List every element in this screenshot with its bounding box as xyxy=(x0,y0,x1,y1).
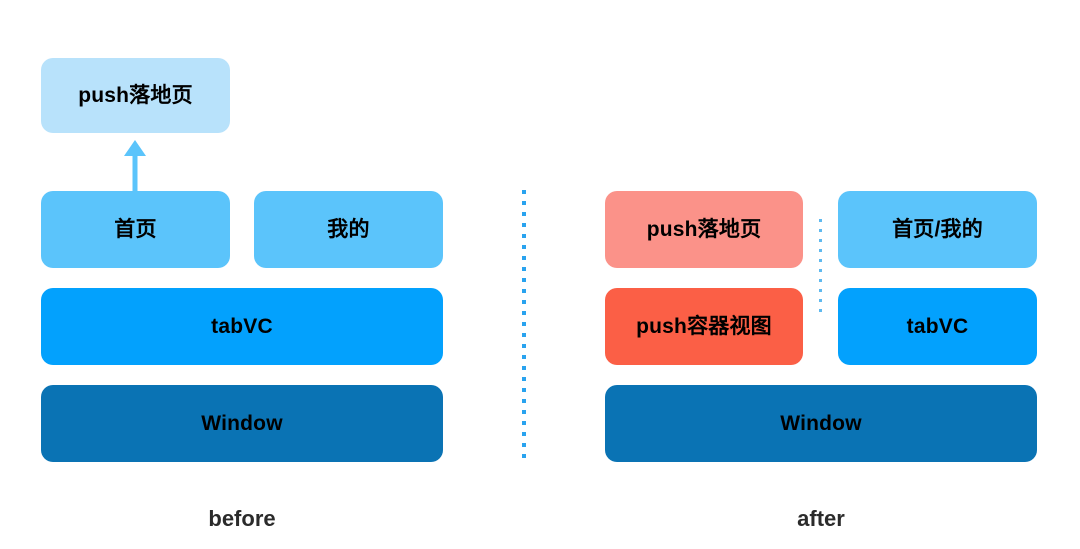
after-node-tabvc-label: tabVC xyxy=(906,315,969,338)
after-caption: after xyxy=(605,508,1037,530)
before-caption: before xyxy=(41,508,443,530)
arrow-up-icon xyxy=(124,140,146,192)
before-node-home[interactable]: 首页 xyxy=(41,191,230,268)
before-node-mine[interactable]: 我的 xyxy=(254,191,443,268)
before-push-arrow xyxy=(122,140,148,192)
after-node-tabvc[interactable]: tabVC xyxy=(838,288,1037,365)
after-node-push-landing[interactable]: push落地页 xyxy=(605,191,803,268)
before-node-push-landing-label: push落地页 xyxy=(78,84,193,107)
after-node-push-container[interactable]: push容器视图 xyxy=(605,288,803,365)
before-node-mine-label: 我的 xyxy=(327,218,370,241)
before-node-push-landing[interactable]: push落地页 xyxy=(41,58,230,133)
after-node-push-container-label: push容器视图 xyxy=(636,315,772,338)
before-node-tabvc[interactable]: tabVC xyxy=(41,288,443,365)
before-node-window-label: Window xyxy=(201,412,283,435)
inner-vertical-dotted-divider xyxy=(819,219,822,319)
before-node-window[interactable]: Window xyxy=(41,385,443,462)
before-node-home-label: 首页 xyxy=(114,218,157,241)
after-node-home-mine-label: 首页/我的 xyxy=(892,218,983,241)
after-node-home-mine[interactable]: 首页/我的 xyxy=(838,191,1037,268)
main-vertical-dotted-divider xyxy=(522,190,526,462)
before-caption-label: before xyxy=(208,506,276,531)
after-node-push-landing-label: push落地页 xyxy=(646,218,762,241)
after-node-window[interactable]: Window xyxy=(605,385,1037,462)
before-node-tabvc-label: tabVC xyxy=(211,315,273,338)
after-node-window-label: Window xyxy=(780,412,862,435)
after-caption-label: after xyxy=(797,506,845,531)
